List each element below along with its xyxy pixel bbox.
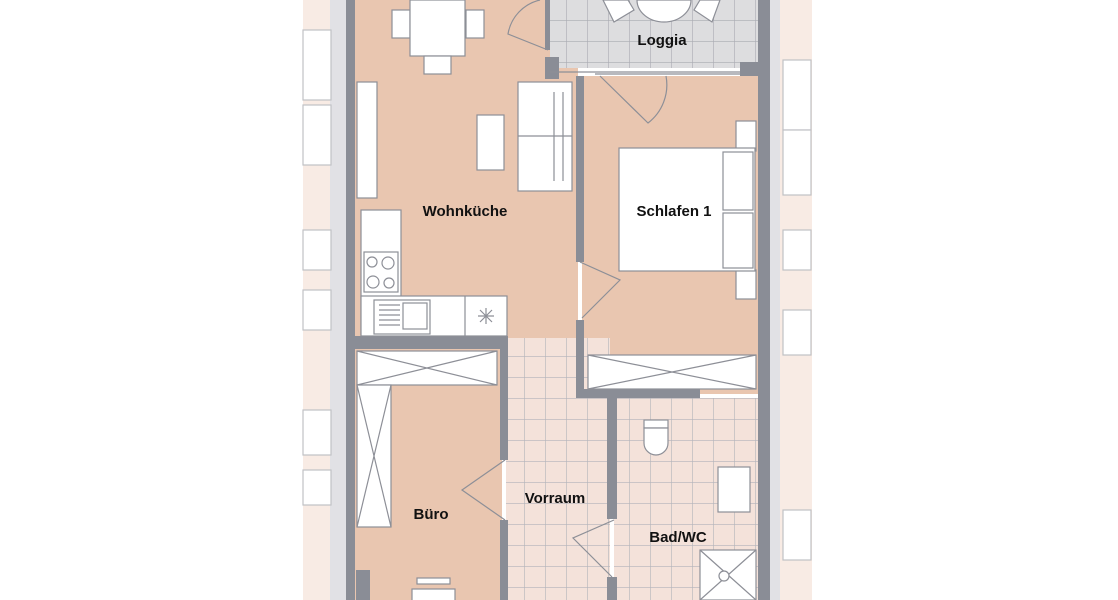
drain-icon (718, 570, 730, 582)
room-label-bad: Bad/WC (649, 529, 707, 546)
nightstand (735, 120, 757, 152)
coffee-table (476, 114, 505, 171)
shower (699, 549, 757, 600)
loggia-window (550, 71, 740, 75)
kitchen-counter (360, 209, 508, 337)
loggia-table (602, 0, 721, 23)
room-label-buero: Büro (414, 506, 449, 523)
fridge-asterisk-icon (478, 308, 494, 324)
nightstand (735, 269, 757, 300)
washbasin (717, 466, 751, 513)
room-label-wohnkueche: Wohnküche (423, 203, 508, 220)
neighbor-unit-left (302, 0, 346, 600)
stove-burner-icon (366, 256, 378, 268)
room-label-loggia: Loggia (637, 32, 687, 49)
wardrobe (356, 350, 498, 528)
room-label-vorraum: Vorraum (525, 490, 586, 507)
sofa (517, 81, 573, 192)
wardrobe (587, 354, 757, 390)
room-label-schlafen: Schlafen 1 (636, 203, 711, 220)
doors (460, 0, 668, 578)
sideboard (356, 81, 378, 199)
walls (346, 0, 770, 600)
desk-chair (411, 577, 456, 600)
neighbor-unit-right (770, 0, 812, 600)
dining-table (391, 0, 485, 75)
double-bed (618, 147, 756, 272)
toilet (643, 419, 669, 456)
